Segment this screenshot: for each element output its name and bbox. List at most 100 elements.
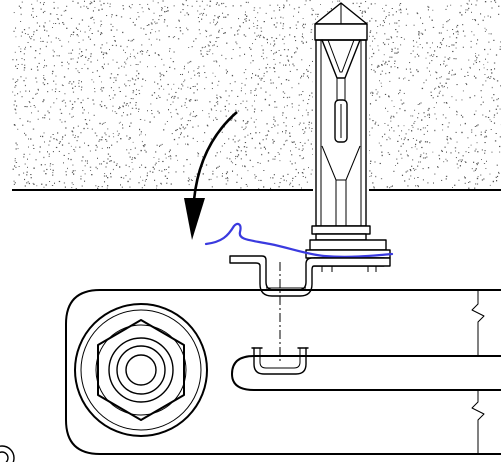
- speckle-dot: [403, 78, 404, 80]
- speckle-dot: [188, 71, 189, 73]
- speckle-dot: [250, 133, 252, 135]
- speckle-dot: [244, 18, 246, 21]
- speckle-dot: [309, 0, 311, 2]
- speckle-dot: [84, 63, 86, 65]
- speckle-dot: [35, 50, 37, 52]
- speckle-dot: [202, 12, 205, 14]
- speckle-dot: [135, 107, 137, 110]
- speckle-dot: [186, 159, 188, 161]
- speckle-dot: [432, 97, 434, 99]
- speckle-dot: [146, 25, 149, 26]
- speckle-dot: [260, 27, 262, 29]
- speckle-dot: [256, 27, 258, 29]
- speckle-dot: [455, 150, 457, 152]
- speckle-dot: [434, 173, 436, 175]
- speckle-dot: [292, 142, 294, 144]
- speckle-dot: [252, 43, 253, 45]
- speckle-dot: [15, 166, 17, 168]
- speckle-dot: [310, 31, 312, 33]
- speckle-dot: [448, 46, 450, 48]
- speckle-dot: [242, 22, 245, 24]
- speckle-dot: [486, 69, 488, 71]
- speckle-dot: [192, 126, 194, 128]
- speckle-dot: [86, 162, 88, 164]
- speckle-dot: [392, 42, 394, 43]
- speckle-dot: [229, 158, 231, 160]
- speckle-dot: [371, 127, 373, 129]
- speckle-dot: [48, 35, 50, 37]
- speckle-dot: [385, 61, 387, 63]
- speckle-dot: [297, 172, 299, 174]
- speckle-dot: [377, 64, 379, 67]
- speckle-dot: [14, 94, 16, 96]
- speckle-dot: [474, 150, 476, 152]
- speckle-dot: [273, 59, 275, 60]
- speckle-dot: [68, 41, 70, 43]
- speckle-dot: [305, 41, 308, 43]
- speckle-dot: [214, 15, 216, 17]
- speckle-dot: [24, 163, 26, 165]
- speckle-dot: [47, 110, 49, 112]
- speckle-dot: [419, 161, 421, 163]
- speckle-dot: [284, 106, 285, 108]
- speckle-dot: [495, 1, 497, 3]
- speckle-dot: [266, 134, 268, 136]
- speckle-dot: [101, 66, 104, 68]
- speckle-dot: [151, 23, 153, 25]
- speckle-dot: [136, 89, 137, 91]
- speckle-dot: [449, 137, 451, 139]
- speckle-dot: [55, 37, 57, 39]
- speckle-dot: [169, 149, 171, 151]
- speckle-dot: [26, 174, 28, 176]
- speckle-dot: [29, 90, 30, 92]
- speckle-dot: [166, 177, 168, 179]
- hex-nut-icon: [74, 303, 208, 437]
- speckle-dot: [422, 157, 425, 159]
- speckle-dot: [101, 32, 103, 35]
- speckle-dot: [39, 146, 41, 148]
- speckle-dot: [422, 47, 423, 49]
- speckle-dot: [308, 77, 309, 79]
- speckle-dot: [81, 86, 83, 88]
- speckle-dot: [205, 30, 208, 32]
- speckle-dot: [242, 100, 244, 102]
- speckle-dot: [102, 53, 105, 56]
- speckle-dot: [129, 85, 131, 87]
- speckle-dot: [294, 36, 296, 38]
- speckle-dot: [202, 173, 204, 175]
- speckle-dot: [399, 89, 401, 92]
- speckle-dot: [475, 61, 478, 64]
- speckle-dot: [417, 185, 419, 188]
- speckle-dot: [173, 138, 176, 141]
- speckle-dot: [368, 35, 370, 37]
- speckle-dot: [115, 44, 117, 47]
- speckle-dot: [28, 27, 30, 29]
- speckle-dot: [24, 106, 26, 108]
- speckle-dot: [260, 87, 262, 89]
- speckle-dot: [134, 157, 136, 159]
- speckle-dot: [79, 146, 81, 148]
- speckle-dot: [467, 9, 469, 11]
- speckle-dot: [279, 62, 281, 64]
- speckle-dot: [200, 12, 202, 14]
- speckle-dot: [106, 53, 108, 55]
- speckle-dot: [154, 21, 156, 23]
- speckle-dot: [168, 36, 170, 38]
- speckle-dot: [164, 169, 166, 171]
- speckle-dot: [122, 105, 124, 107]
- speckle-dot: [29, 101, 31, 104]
- speckle-dot: [19, 118, 21, 120]
- speckle-dot: [380, 145, 382, 147]
- speckle-dot: [53, 1, 55, 3]
- speckle-dot: [43, 156, 45, 159]
- speckle-dot: [140, 27, 142, 29]
- speckle-dot: [166, 70, 168, 73]
- speckle-dot: [391, 127, 393, 129]
- speckle-dot: [376, 93, 378, 95]
- speckle-dot: [263, 58, 265, 60]
- speckle-dot: [499, 151, 501, 153]
- speckle-dot: [91, 16, 94, 18]
- speckle-dot: [252, 166, 254, 168]
- speckle-dot: [141, 187, 143, 189]
